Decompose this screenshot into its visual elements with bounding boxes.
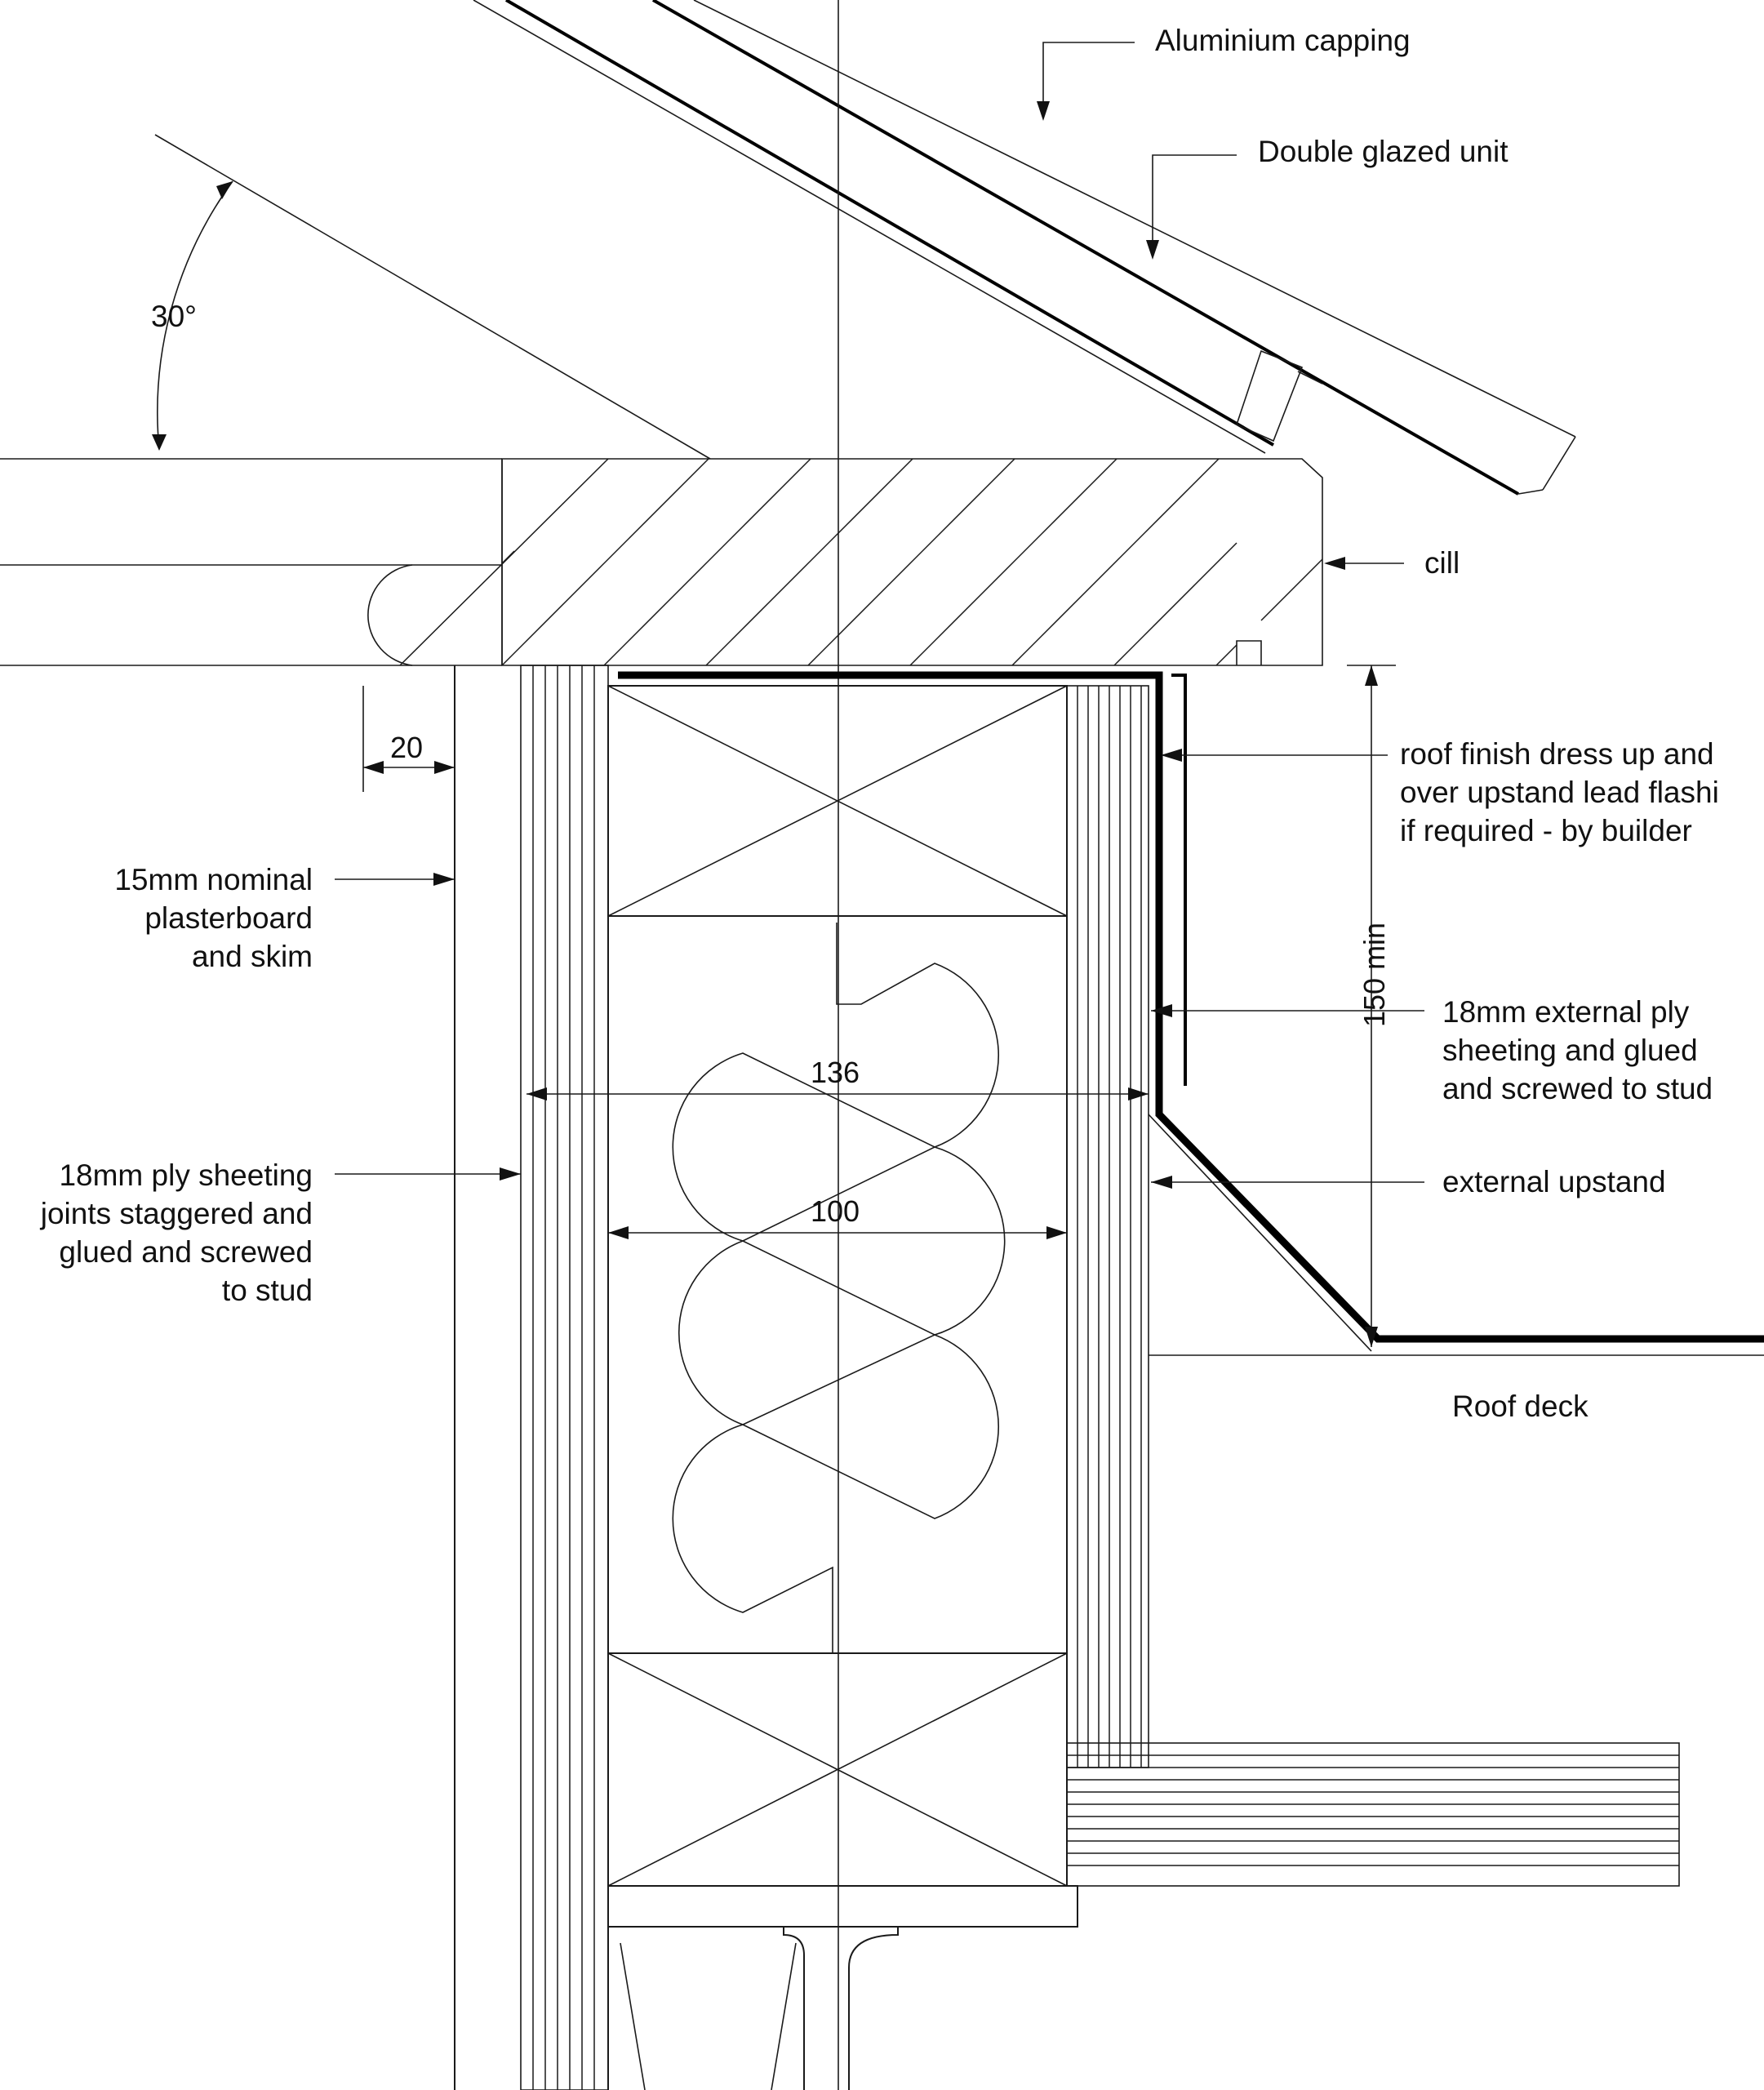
label-ext-ply-1: 18mm external ply [1442, 995, 1690, 1029]
label-double-glazed-unit: Double glazed unit [1258, 135, 1509, 168]
roof-upstand [618, 671, 1764, 1887]
dim-136: 136 [811, 1056, 860, 1089]
label-plasterboard-2: plasterboard [144, 901, 313, 935]
dimensions: 20 136 100 150 min [362, 665, 1396, 1347]
dim-100: 100 [811, 1194, 860, 1228]
cill [0, 458, 1323, 666]
leaders [335, 42, 1424, 1189]
labels: Aluminium capping Double glazed unit cil… [40, 24, 1719, 1423]
glazing-assembly [473, 0, 1576, 496]
insulation-quilt [672, 923, 1006, 1653]
label-ext-ply-3: and screwed to stud [1442, 1072, 1713, 1105]
label-cill: cill [1424, 546, 1460, 580]
label-ply-sheeting-2: joints staggered and [40, 1197, 313, 1230]
label-ext-ply-2: sheeting and glued [1442, 1034, 1698, 1067]
label-plasterboard-3: and skim [192, 940, 313, 973]
label-plasterboard-1: 15mm nominal [114, 863, 313, 896]
label-aluminium-capping: Aluminium capping [1155, 24, 1411, 57]
wall-section [454, 665, 1149, 2090]
label-ply-sheeting-1: 18mm ply sheeting [59, 1158, 313, 1192]
label-roof-finish-2: over upstand lead flashi [1400, 776, 1719, 809]
label-ply-sheeting-4: to stud [222, 1274, 313, 1307]
label-ply-sheeting-3: glued and screwed [59, 1235, 313, 1269]
label-roof-finish-3: if required - by builder [1400, 814, 1692, 847]
dim-20: 20 [390, 731, 423, 764]
dim-150-min: 150 min [1357, 923, 1391, 1027]
label-external-upstand: external upstand [1442, 1165, 1666, 1198]
angle-indicator: 30° [151, 134, 711, 460]
label-roof-deck: Roof deck [1452, 1390, 1588, 1423]
label-roof-finish-1: roof finish dress up and [1400, 737, 1714, 771]
angle-label: 30° [151, 300, 197, 333]
